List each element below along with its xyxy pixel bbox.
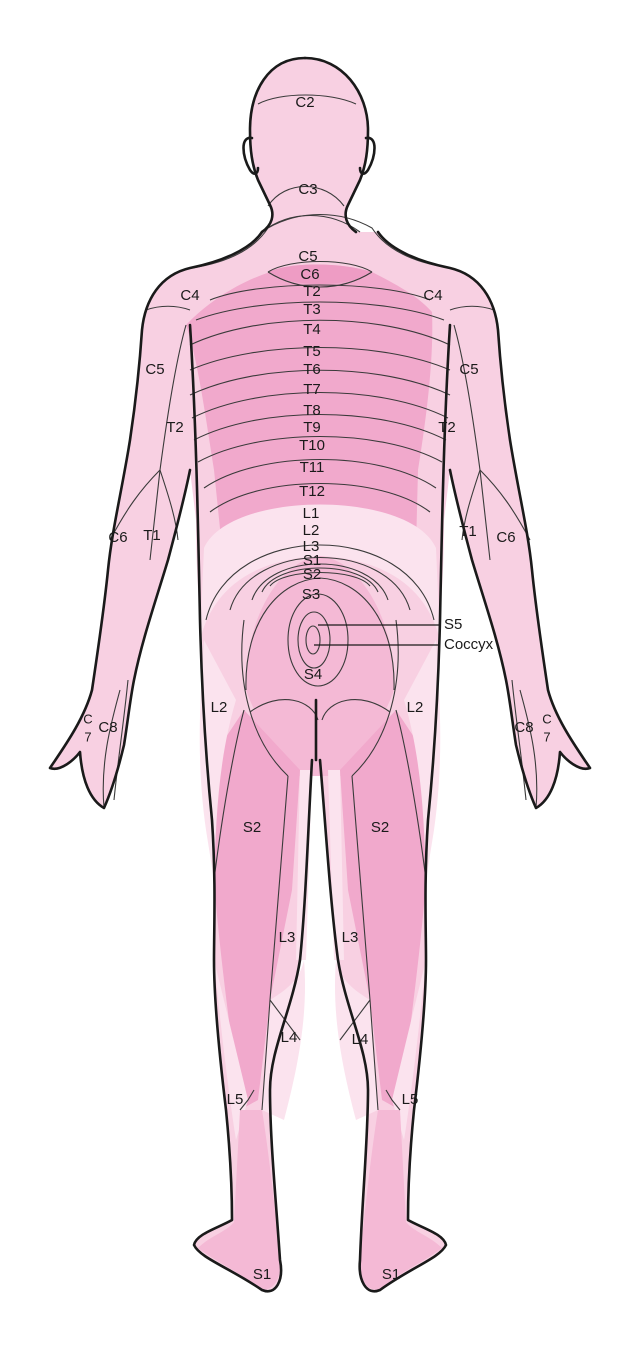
label-right-l5: L5 [402,1091,419,1108]
label-right-s2: S2 [371,819,389,836]
head [250,58,368,232]
label-t7: T7 [303,381,321,398]
label-t5: T5 [303,343,321,360]
labels: C2 C3 C5 C6 C4 C4 T2 T3 T4 T5 T6 T7 T8 T… [83,94,551,1283]
label-t4: T4 [303,321,321,338]
label-s3: S3 [302,586,320,603]
label-left-l3: L3 [279,929,296,946]
label-right-s1: S1 [382,1266,400,1283]
label-left-c7-top: C [83,711,92,726]
label-right-c7-bottom: 7 [543,729,550,744]
dermatome-boundaries [102,94,538,1111]
left-l2-region [199,640,236,880]
label-left-c8: C8 [98,719,117,736]
left-l5-region [214,960,248,1140]
label-t10: T10 [299,437,325,454]
lumbar-region [200,504,440,640]
region-fills [186,264,442,1290]
left-s2-region [212,710,300,1110]
label-coccyx: Coccyx [444,636,494,653]
label-left-s1: S1 [253,1266,271,1283]
right-s2-region [340,710,428,1110]
label-t6: T6 [303,361,321,378]
label-c6: C6 [300,266,319,283]
label-s1: S1 [303,552,321,569]
label-right-c7-top: C [542,711,551,726]
right-heel-s1 [359,1110,442,1290]
label-c4-left: C4 [180,287,199,304]
label-l2: L2 [303,522,320,539]
label-t8: T8 [303,402,321,419]
callout-leaders [314,624,440,646]
label-s4: S4 [304,666,322,683]
label-left-c7-bottom: 7 [84,729,91,744]
label-left-l4: L4 [281,1029,298,1046]
right-inner-thigh [328,770,344,960]
label-c4-right: C4 [423,287,442,304]
c6-band [268,264,372,284]
label-c2: C2 [295,94,314,111]
right-l2-region [404,640,441,880]
label-right-c5: C5 [459,361,478,378]
body-outline [48,56,592,1293]
label-s2: S2 [303,566,321,583]
label-right-l3: L3 [342,929,359,946]
label-left-l5: L5 [227,1091,244,1108]
label-t12: T12 [299,483,325,500]
right-l5-region [392,960,426,1140]
label-t2: T2 [303,283,321,300]
label-t11: T11 [300,459,325,476]
left-heel-s1 [198,1110,281,1290]
label-right-t2: T2 [438,419,456,436]
label-right-t1: T1 [459,523,477,540]
label-right-l4: L4 [352,1031,369,1048]
label-l3: L3 [303,538,320,555]
thoracic-region [186,264,433,548]
label-l1: L1 [303,505,320,522]
label-s5: S5 [444,616,462,633]
label-left-t1: T1 [143,527,161,544]
label-right-l2: L2 [407,699,424,716]
label-c3: C3 [298,181,317,198]
left-l4-region [262,960,306,1120]
label-right-c8: C8 [514,719,533,736]
label-left-l2: L2 [211,699,228,716]
label-left-t2: T2 [166,419,184,436]
label-left-c6: C6 [108,529,127,546]
label-t3: T3 [303,301,321,318]
label-c5: C5 [298,248,317,265]
label-t9: T9 [303,419,321,436]
label-left-s2: S2 [243,819,261,836]
label-left-c5: C5 [145,361,164,378]
label-right-c6: C6 [496,529,515,546]
